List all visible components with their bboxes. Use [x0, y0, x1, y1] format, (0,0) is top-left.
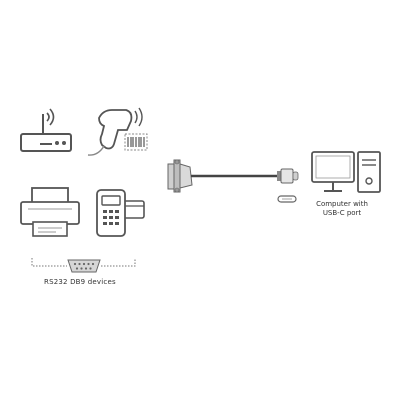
card-terminal-icon	[96, 189, 145, 237]
db9-port-icon	[67, 259, 101, 273]
usb-c-port-icon	[277, 195, 297, 203]
usb-c-plug-icon	[277, 168, 299, 184]
desktop-computer-icon	[311, 151, 381, 193]
computer-caption-line1: Computer with	[316, 200, 368, 208]
printer-icon	[20, 187, 80, 237]
db9-connector-icon	[167, 159, 193, 193]
computer-caption-line2: USB-C port	[322, 209, 362, 217]
devices-caption: RS232 DB9 devices	[44, 278, 116, 286]
device-group-bracket	[31, 258, 136, 267]
computer-caption: Computer with USB-C port	[306, 200, 378, 218]
barcode-scanner-icon	[87, 107, 148, 156]
wifi-router-icon	[20, 108, 72, 152]
